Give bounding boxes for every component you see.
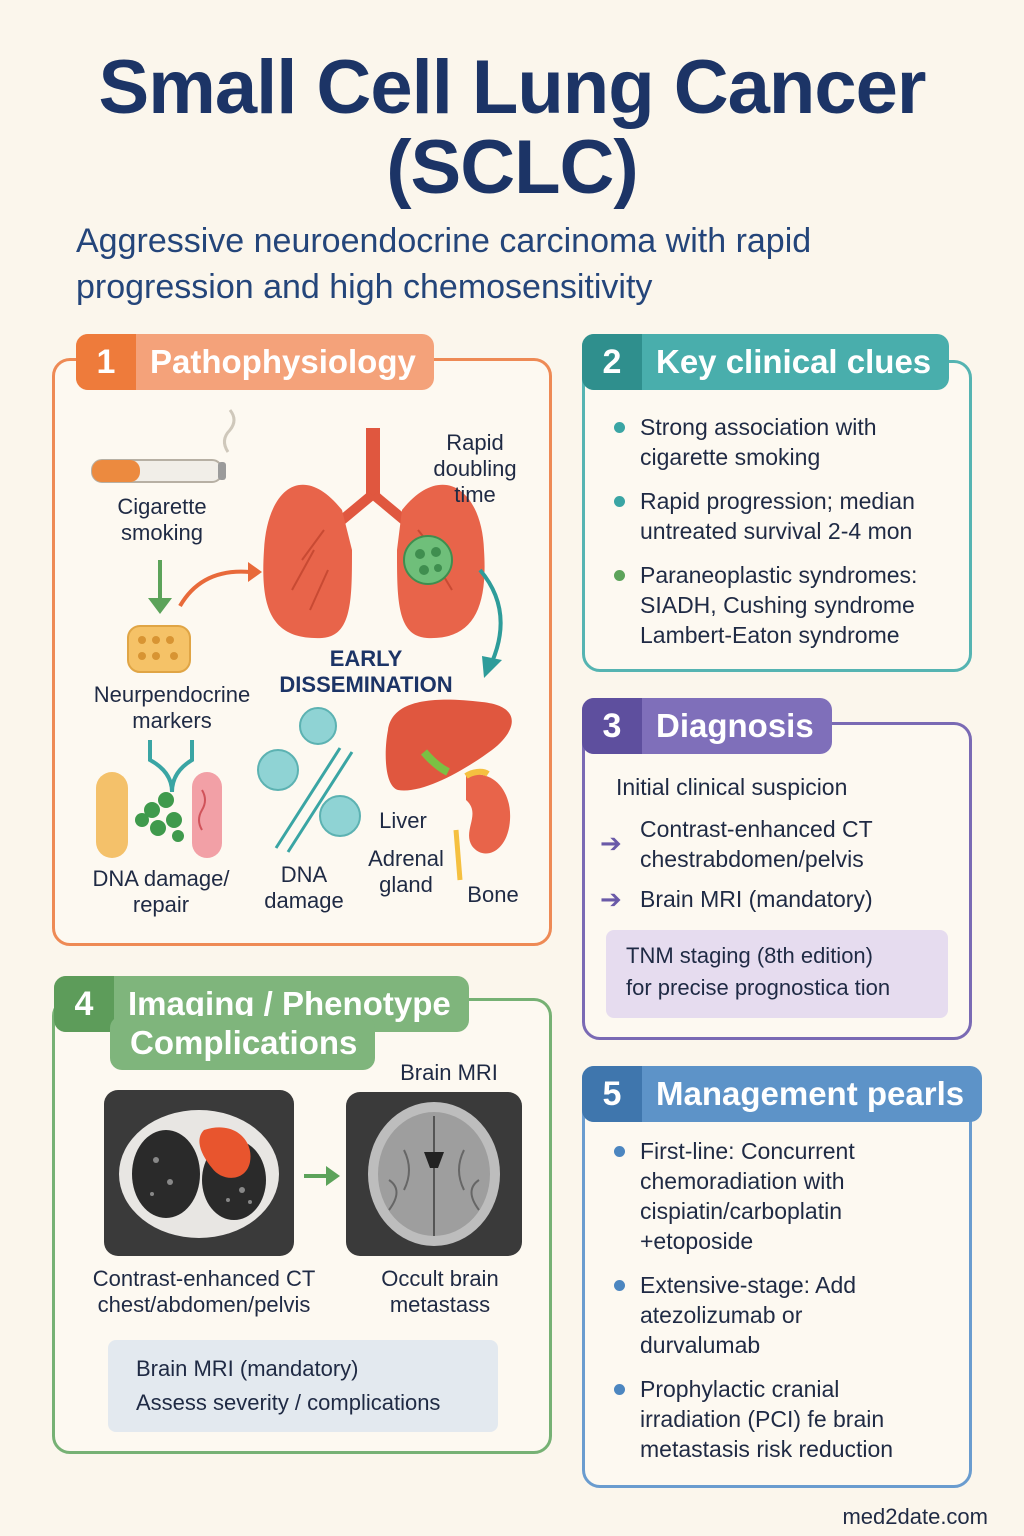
imaging-summary-box: Brain MRI (mandatory)Assess severity / c… — [108, 1340, 498, 1432]
section-number: 4 — [54, 976, 114, 1032]
clinical-clues-tab: 2 Key clinical clues — [582, 334, 950, 390]
liver-icon — [385, 699, 512, 791]
subtitle: Aggressive neuroendocrine carcinoma with… — [76, 218, 956, 310]
liver-label: Liver — [379, 808, 427, 833]
page-title: Small Cell Lung Cancer (SCLC) — [0, 48, 1024, 208]
cigarette-icon — [91, 409, 236, 483]
arrow-right-icon: ➔ — [600, 884, 622, 914]
title-line-2: (SCLC) — [386, 125, 639, 210]
curved-arrow-icon — [178, 562, 262, 608]
management-tab: 5 Management pearls — [582, 1066, 983, 1122]
section-number: 1 — [76, 334, 136, 390]
subtitle-line-2: progression and high chemosensitivity — [76, 268, 653, 306]
neuroendocrine-cells-icon — [127, 625, 191, 673]
bone-label: Bone — [467, 882, 519, 907]
pathophysiology-tab: 1 Pathophysiology — [76, 334, 434, 390]
section-title: Pathophysiology — [150, 343, 416, 380]
clinical-clues-panel — [582, 360, 972, 672]
section-title: Management pearls — [656, 1075, 965, 1112]
pathophysiology-illustration — [91, 409, 512, 881]
imaging-tab: 4 Imaging / Phenotype — [54, 976, 469, 1032]
dissemination-arrow-icon — [478, 568, 503, 678]
vessel-lines-icon — [148, 740, 194, 793]
arrow-right-icon: ➔ — [600, 828, 622, 858]
imaging-tab-line2: Complications — [110, 1016, 376, 1070]
brain-mri-image — [346, 1092, 522, 1256]
management-panel — [582, 1090, 972, 1488]
title-line-1: Small Cell Lung Cancer — [98, 45, 927, 130]
diagnosis-step-mri: ➔ Brain MRI (mandatory) — [600, 884, 873, 914]
tnm-staging-box: TNM staging (8th edition)for precise pro… — [606, 930, 948, 1018]
diagnosis-tab: 3 Diagnosis — [582, 698, 832, 754]
list-item: Paraneoplastic syndromes:SIADH, Cushing … — [610, 560, 960, 650]
section-title: Key clinical clues — [656, 343, 932, 380]
lungs-icon — [263, 428, 485, 639]
imaging-illustration — [104, 1090, 522, 1256]
section-number: 5 — [582, 1066, 642, 1122]
section-title: Diagnosis — [656, 707, 814, 744]
down-arrow-icon — [148, 560, 172, 614]
dna-repair-cells-icon — [96, 772, 222, 858]
initial-suspicion: Initial clinical suspicion — [616, 774, 848, 800]
footer-url[interactable]: med2date.com — [842, 1504, 988, 1529]
subtitle-line-1: Aggressive neuroendocrine carcinoma with… — [76, 222, 812, 260]
dna-damage-cells-icon — [257, 707, 361, 853]
ct-scan-image — [104, 1090, 294, 1256]
section-number: 3 — [582, 698, 642, 754]
arrow-right-icon — [304, 1166, 340, 1186]
section-title: Imaging / Phenotype — [128, 985, 451, 1022]
brain-mri-label: Brain MRI — [400, 1060, 498, 1085]
section-number: 2 — [582, 334, 642, 390]
dna-repair-label: DNA damage/repair — [92, 866, 230, 917]
adrenal-gland-icon — [453, 768, 511, 881]
